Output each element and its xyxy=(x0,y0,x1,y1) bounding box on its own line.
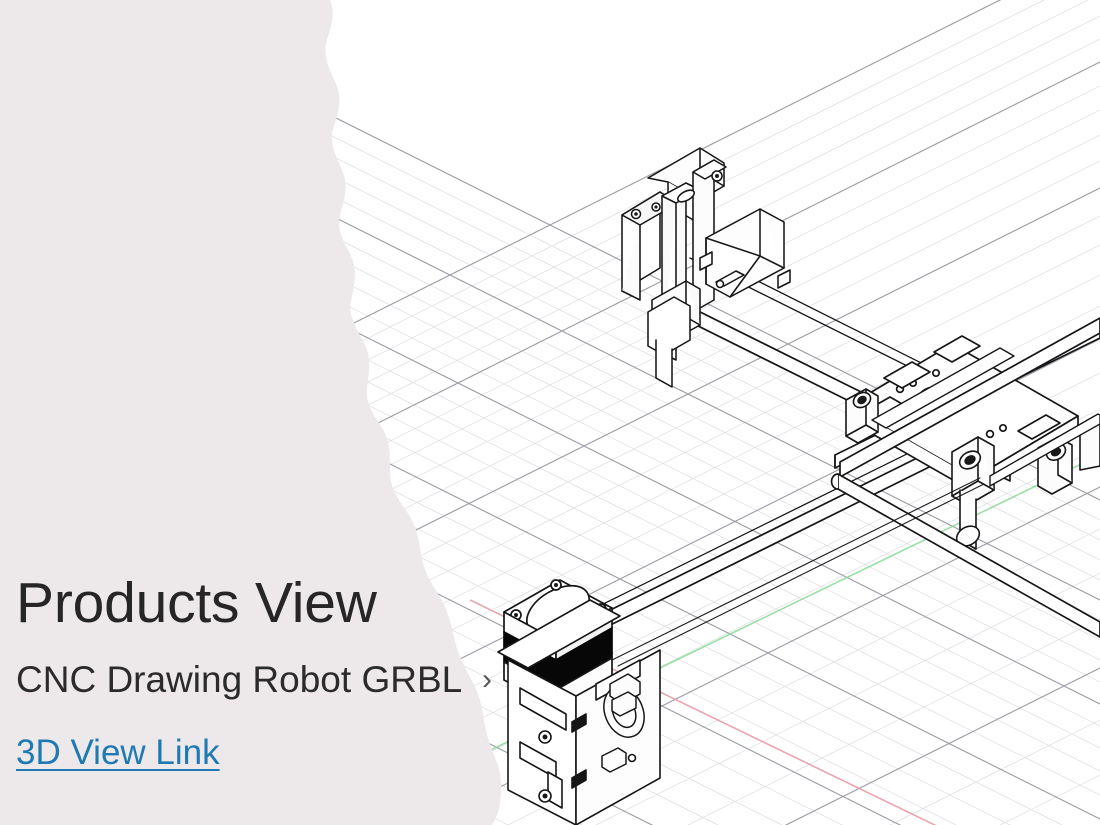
subtitle-tail-glyph: › xyxy=(482,663,492,696)
page-subtitle: CNC Drawing Robot GRBL xyxy=(16,659,463,700)
y-axis-rod-cross xyxy=(830,473,1100,638)
linear-bearing-block xyxy=(845,388,1100,550)
y-axis-rod-near xyxy=(839,317,1100,478)
page-title: Products View xyxy=(16,571,377,635)
panel-content: Products View CNC Drawing Robot GRBL › 3… xyxy=(0,0,492,825)
gt2-pulley xyxy=(601,673,645,773)
title-block: Products View CNC Drawing Robot GRBL › 3… xyxy=(16,571,492,771)
micro-servo xyxy=(699,208,791,298)
pen-lift-carriage xyxy=(621,147,727,388)
drive-belt xyxy=(611,477,985,667)
cnc-robot-model xyxy=(497,147,1100,825)
bearing-support-rail xyxy=(871,347,1100,487)
view-3d-link[interactable]: 3D View Link xyxy=(16,733,220,772)
